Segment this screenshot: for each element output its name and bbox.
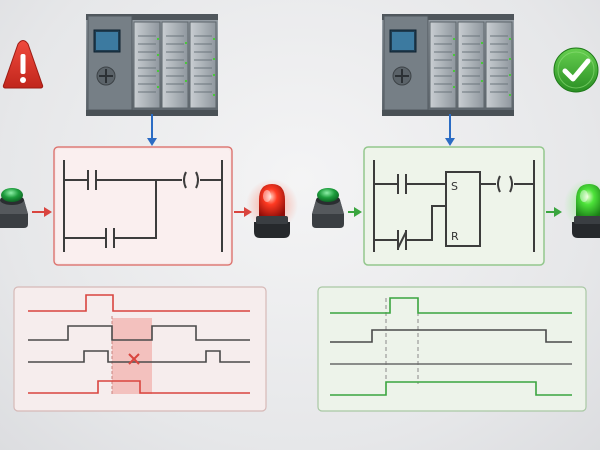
output-lamp-green bbox=[564, 179, 600, 238]
input-pushbutton-left bbox=[0, 188, 28, 228]
warning-triangle-icon bbox=[2, 40, 44, 89]
timing-panel-right bbox=[317, 286, 587, 412]
input-arrow-right bbox=[348, 207, 362, 217]
input-arrow-left bbox=[32, 207, 52, 217]
plc-to-program-arrow-right bbox=[445, 114, 455, 146]
plc-to-program-arrow-left bbox=[147, 114, 157, 146]
fault-x-icon bbox=[128, 353, 140, 365]
latch-set-label: S bbox=[451, 180, 458, 193]
input-pushbutton-right bbox=[312, 188, 344, 228]
timing-trace-output-left bbox=[28, 380, 250, 394]
output-arrow-right bbox=[546, 207, 562, 217]
timing-trace-logic-left bbox=[28, 325, 250, 341]
plc-controller-left bbox=[85, 13, 219, 117]
timing-trace-input-left bbox=[28, 294, 250, 312]
timing-trace-input-right bbox=[330, 297, 572, 314]
timing-trace-logic-right bbox=[330, 329, 572, 343]
ladder-panel-left bbox=[53, 146, 233, 266]
timing-panel-left bbox=[13, 286, 267, 412]
ladder-panel-right: S R bbox=[363, 146, 545, 266]
timing-trace-output-right bbox=[330, 381, 572, 396]
output-lamp-red bbox=[246, 179, 298, 238]
checkmark-circle-icon bbox=[553, 47, 599, 93]
timing-trace-hold-left bbox=[28, 350, 250, 363]
plc-controller-right bbox=[381, 13, 515, 117]
latch-reset-label: R bbox=[451, 230, 459, 243]
